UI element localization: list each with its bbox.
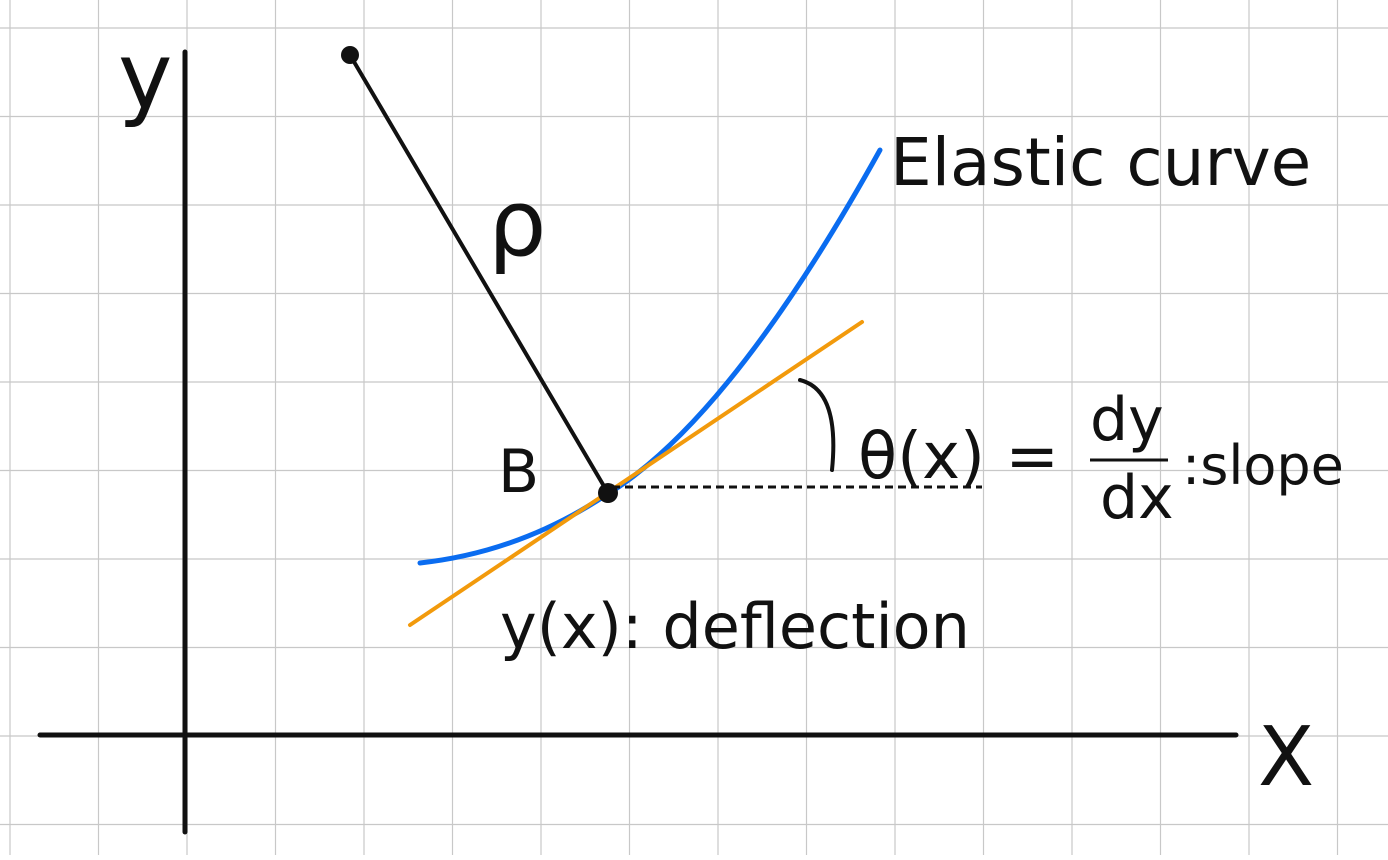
slope-numerator: dy <box>1090 385 1164 455</box>
radius-label: ρ <box>488 170 546 277</box>
elastic-curve-label: Elastic curve <box>890 124 1311 201</box>
y-axis-label: y <box>118 23 172 130</box>
slope-suffix-label: :slope <box>1182 434 1344 497</box>
tangent-line <box>408 320 864 627</box>
slope-denominator: dx <box>1100 463 1174 533</box>
point-b-label: B <box>498 437 539 507</box>
x-axis-label: X <box>1258 710 1314 805</box>
center-of-curvature-point <box>341 46 359 64</box>
angle-arc <box>798 378 836 472</box>
radius-line <box>348 53 610 495</box>
deflection-label: y(x): deflection <box>500 590 970 663</box>
point-b-marker <box>598 483 618 503</box>
slope-lhs-label: θ(x) = <box>858 420 1059 494</box>
